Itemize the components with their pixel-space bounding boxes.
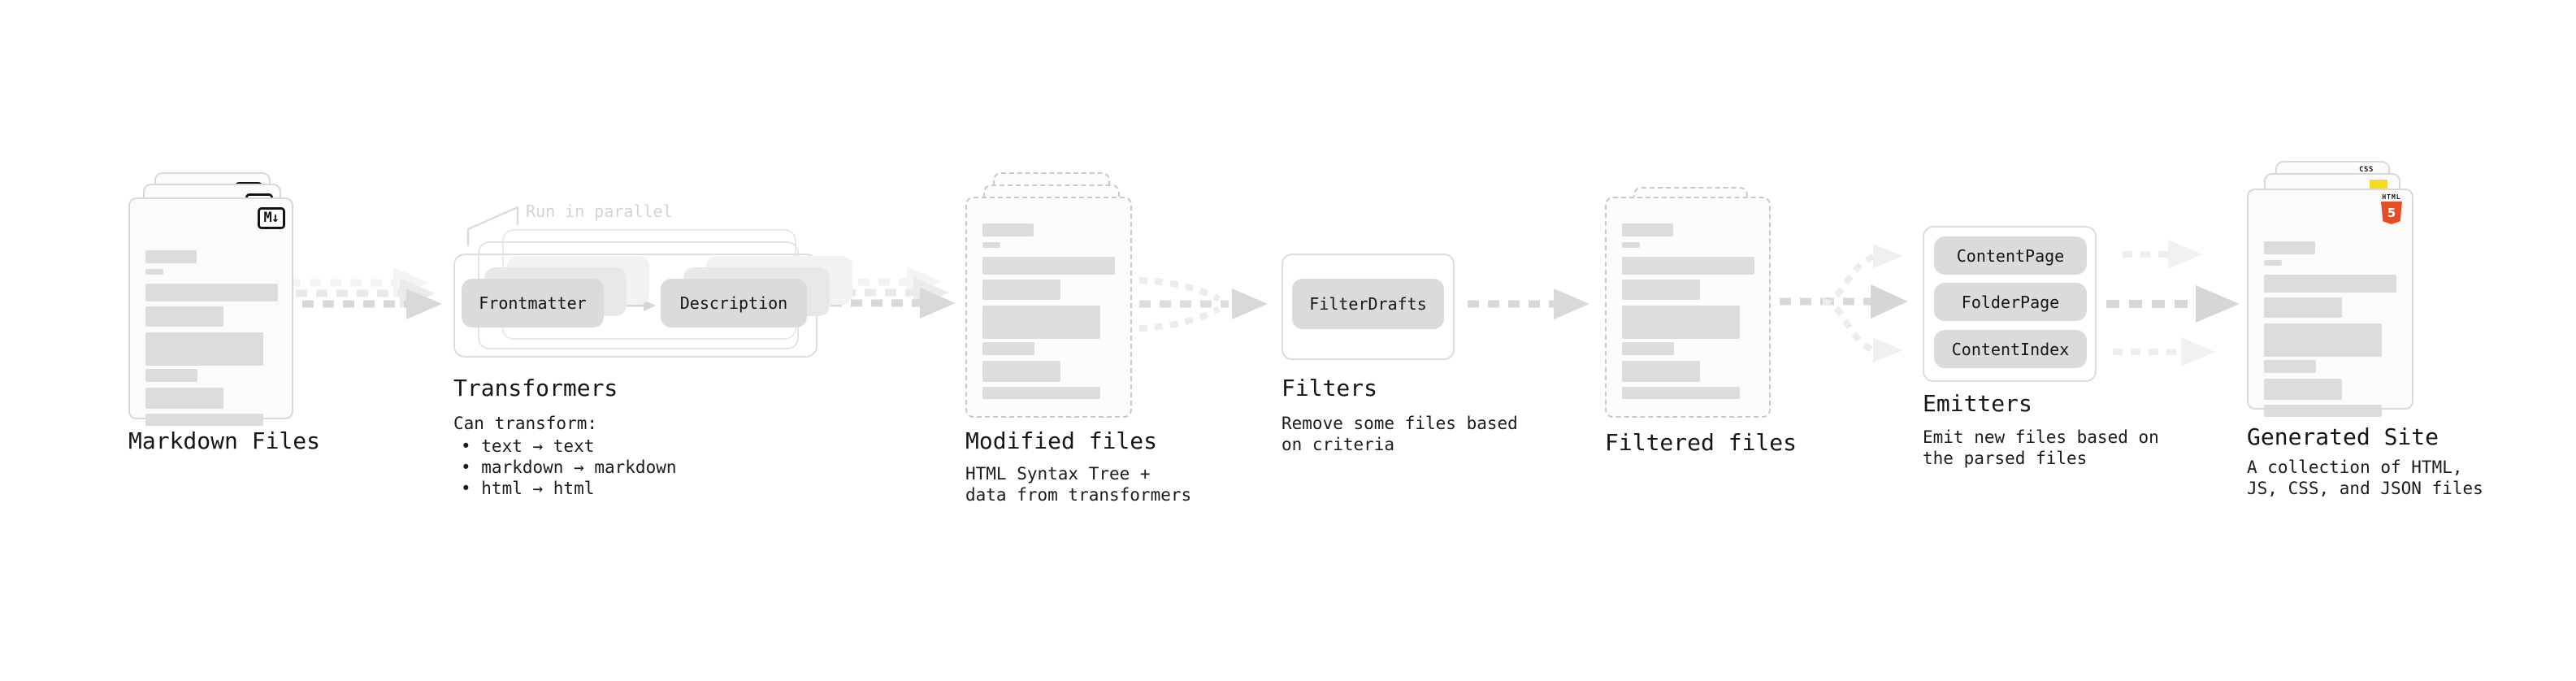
filters-caption: Remove some files based on criteria <box>1281 414 1518 454</box>
text-line-bar <box>982 342 1034 355</box>
text-line-bar <box>145 306 223 327</box>
text-line-bar <box>1622 342 1674 355</box>
transformers-bullet: • text → text <box>461 436 595 456</box>
filters-label: Filters <box>1281 375 1378 401</box>
document-text-lines <box>982 223 1115 400</box>
text-line-bar <box>2264 241 2315 254</box>
text-line-bar <box>2264 360 2316 373</box>
text-line-bar <box>145 250 197 263</box>
text-line-bar <box>1622 361 1700 382</box>
javascript-icon <box>2370 180 2387 189</box>
markdown-files-label: Markdown Files <box>128 427 321 454</box>
text-line-bar <box>1622 257 1754 275</box>
emitters-label: Emitters <box>1923 390 2032 417</box>
text-line-bar <box>145 284 278 301</box>
text-line-bar <box>982 361 1060 382</box>
text-line-bar <box>2264 379 2342 400</box>
filtered-files-label: Filtered files <box>1605 429 1798 456</box>
transformers-bullet: • html → html <box>461 479 595 498</box>
filtered-file-card-front <box>1605 197 1771 418</box>
arrow-filtered-to-emitters-fork <box>1780 244 1908 362</box>
text-line-bar <box>982 242 1000 248</box>
transformers-caption-title: Can transform: <box>453 414 598 433</box>
transformers-bullet: • markdown → markdown <box>461 458 677 477</box>
document-text-lines <box>145 250 278 426</box>
text-line-bar <box>1622 387 1740 399</box>
text-line-bar <box>145 388 223 409</box>
arrow-filters-to-filtered <box>1468 288 1589 319</box>
markdown-file-card-front: M↓ <box>128 197 293 426</box>
text-line-bar <box>145 269 163 275</box>
modified-files-caption: HTML Syntax Tree + data from transformer… <box>965 464 1192 505</box>
generated-site-label: Generated Site <box>2247 423 2439 450</box>
text-line-bar <box>145 332 263 366</box>
text-line-bar <box>2264 260 2282 266</box>
contentindex-pill: ContentIndex <box>1934 330 2087 368</box>
emitters-caption: Emit new files based on the parsed files <box>1923 427 2159 468</box>
text-line-bar <box>2264 323 2382 357</box>
text-line-bar <box>2264 405 2382 417</box>
text-line-bar <box>145 369 197 382</box>
text-line-bar <box>1622 306 1740 339</box>
text-line-bar <box>145 414 263 426</box>
arrow-markdown-to-transformers <box>289 267 442 319</box>
text-line-bar <box>982 387 1100 399</box>
folderpage-pill: FolderPage <box>1934 283 2087 321</box>
text-line-bar <box>982 306 1100 339</box>
text-line-bar <box>982 257 1115 275</box>
description-pill: Description <box>661 279 807 327</box>
text-line-bar <box>1622 280 1700 300</box>
generated-site-caption: A collection of HTML, JS, CSS, and JSON … <box>2247 458 2483 498</box>
text-line-bar <box>982 223 1034 236</box>
arrow-modified-to-filters-merge <box>1138 277 1268 332</box>
arrows-emitters-to-generated <box>2106 240 2240 367</box>
text-line-bar <box>1622 242 1640 248</box>
transformers-label: Transformers <box>453 375 618 401</box>
document-text-lines <box>2264 241 2396 417</box>
modified-file-card-front <box>965 197 1132 418</box>
markdown-icon: M↓ <box>257 207 285 229</box>
text-line-bar <box>2264 297 2342 318</box>
frontmatter-pill: Frontmatter <box>462 279 604 327</box>
html5-icon: HTML 5 <box>2379 193 2404 224</box>
generated-site-card-html: HTML 5 <box>2247 189 2413 417</box>
document-text-lines <box>1622 223 1754 400</box>
text-line-bar <box>982 280 1060 300</box>
text-line-bar <box>2264 275 2396 293</box>
contentpage-pill: ContentPage <box>1934 236 2087 275</box>
filterdrafts-pill: FilterDrafts <box>1292 279 1444 329</box>
run-in-parallel-annotation: Run in parallel <box>526 202 673 221</box>
text-line-bar <box>1622 223 1673 236</box>
modified-files-label: Modified files <box>965 427 1158 454</box>
